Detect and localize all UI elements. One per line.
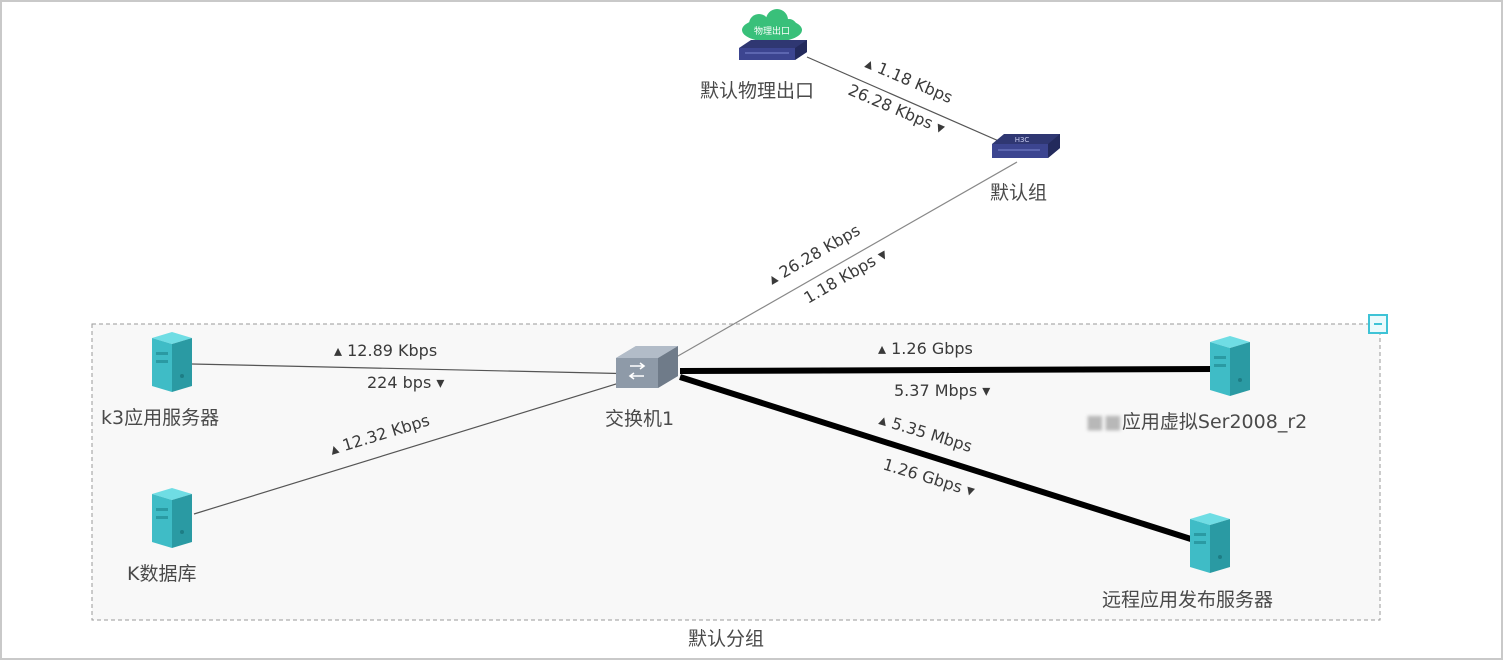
traffic-label: ▴ 1.26 Gbps — [878, 339, 973, 358]
node-label-k3server: k3应用服务器 — [101, 407, 220, 429]
node-label-vmserver: ■■应用虚拟Ser2008_r2 — [1086, 407, 1307, 434]
link-switch-remoteserver[interactable] — [679, 374, 1195, 543]
router-icon[interactable]: H3C — [992, 134, 1060, 158]
obscured-text: ■■ — [1086, 411, 1122, 433]
link-switch-vmserver[interactable] — [679, 366, 1215, 374]
router-badge: H3C — [1015, 136, 1030, 144]
link-kdb-switch[interactable] — [193, 375, 643, 515]
server-icon[interactable] — [152, 488, 192, 548]
collapse-icon[interactable] — [1368, 314, 1388, 334]
node-label-router: 默认组 — [990, 182, 1048, 204]
link-gateway-router[interactable] — [806, 56, 1018, 150]
group-label: 默认分组 — [688, 628, 765, 650]
traffic-label: ▴ 12.89 Kbps — [334, 341, 437, 360]
switch-icon[interactable] — [616, 346, 678, 388]
node-label-switch: 交换机1 — [605, 408, 675, 430]
cloud-router-icon[interactable]: 物理出口 — [739, 9, 807, 60]
traffic-label: 5.37 Mbps ▾ — [894, 381, 990, 400]
node-label-remoteserver: 远程应用发布服务器 — [1102, 589, 1274, 611]
link-k3server-switch[interactable] — [191, 363, 643, 375]
node-label-kdb: K数据库 — [127, 563, 197, 585]
vmserver-label-text: 应用虚拟Ser2008_r2 — [1121, 411, 1308, 433]
node-label-gateway: 默认物理出口 — [700, 80, 815, 102]
server-icon[interactable] — [1190, 513, 1230, 573]
traffic-label: 224 bps ▾ — [367, 373, 444, 392]
server-icon[interactable] — [1210, 336, 1250, 396]
server-icon[interactable] — [152, 332, 192, 392]
link-router-switch[interactable] — [649, 161, 1018, 373]
gateway-badge: 物理出口 — [754, 25, 790, 37]
